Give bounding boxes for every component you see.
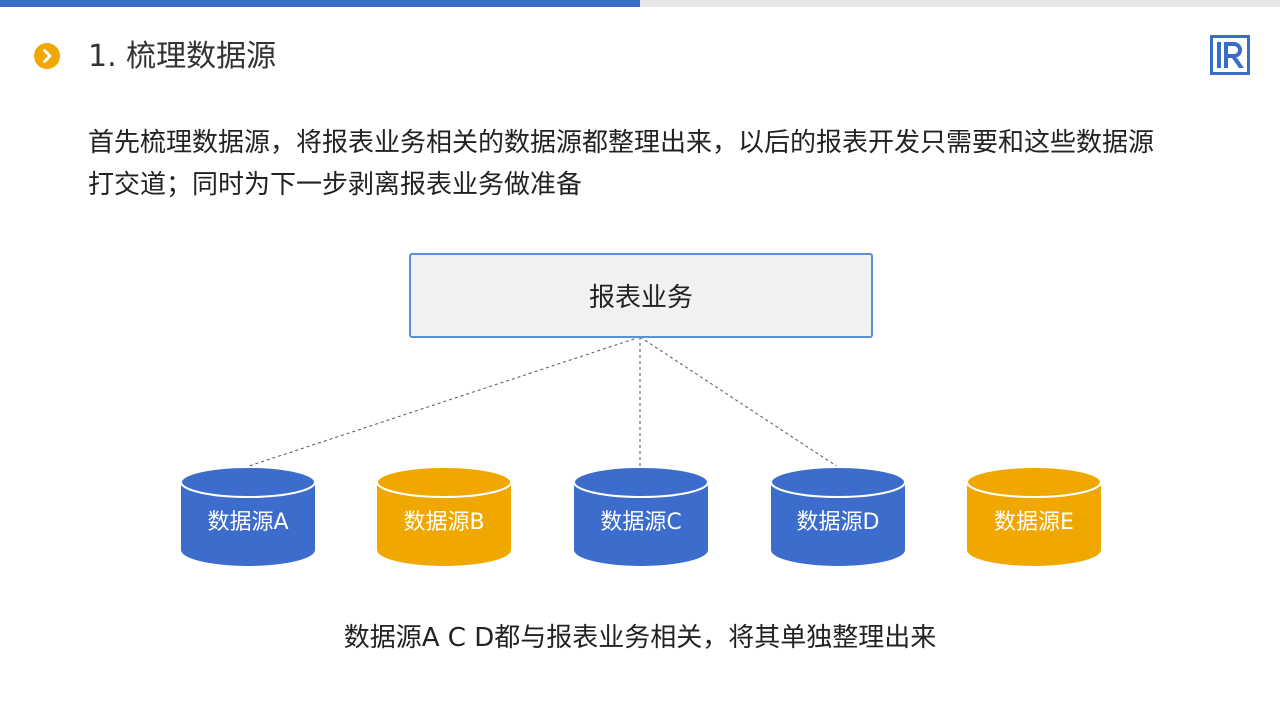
intro-paragraph: 首先梳理数据源，将报表业务相关的数据源都整理出来，以后的报表开发只需要和这些数据… — [88, 122, 1208, 206]
database-icon — [180, 466, 316, 566]
database-icon — [770, 466, 906, 566]
datasource-e-label: 数据源E — [994, 510, 1074, 535]
datasource-b-label: 数据源B — [403, 510, 485, 535]
database-icon — [573, 466, 709, 566]
database-icon — [376, 466, 512, 566]
datasource-d-label: 数据源D — [796, 510, 880, 535]
connector-line-a — [245, 336, 641, 468]
report-business-label: 报表业务 — [588, 283, 693, 313]
intro-line-2: 打交道；同时为下一步剥离报表业务做准备 — [88, 170, 583, 200]
diagram-caption: 数据源A C D都与报表业务相关，将其单独整理出来 — [343, 623, 937, 653]
chevron-right-icon — [34, 43, 60, 69]
datasource-a: 数据源A — [180, 466, 316, 568]
brand-logo-icon — [1210, 35, 1250, 75]
datasource-c: 数据源C — [573, 466, 709, 568]
database-icon — [966, 466, 1102, 566]
page-title: 1. 梳理数据源 — [88, 39, 277, 74]
datasource-a-label: 数据源A — [207, 510, 289, 535]
report-business-box: 报表业务 — [409, 253, 873, 338]
datasource-c-label: 数据源C — [600, 510, 682, 535]
connector-line-d — [639, 336, 839, 468]
datasource-b: 数据源B — [376, 466, 512, 568]
datasource-e: 数据源E — [966, 466, 1102, 568]
intro-line-1: 首先梳理数据源，将报表业务相关的数据源都整理出来，以后的报表开发只需要和这些数据… — [88, 128, 1155, 158]
datasource-d: 数据源D — [770, 466, 906, 568]
top-accent-bar-track — [640, 0, 1280, 7]
top-accent-bar — [0, 0, 640, 7]
